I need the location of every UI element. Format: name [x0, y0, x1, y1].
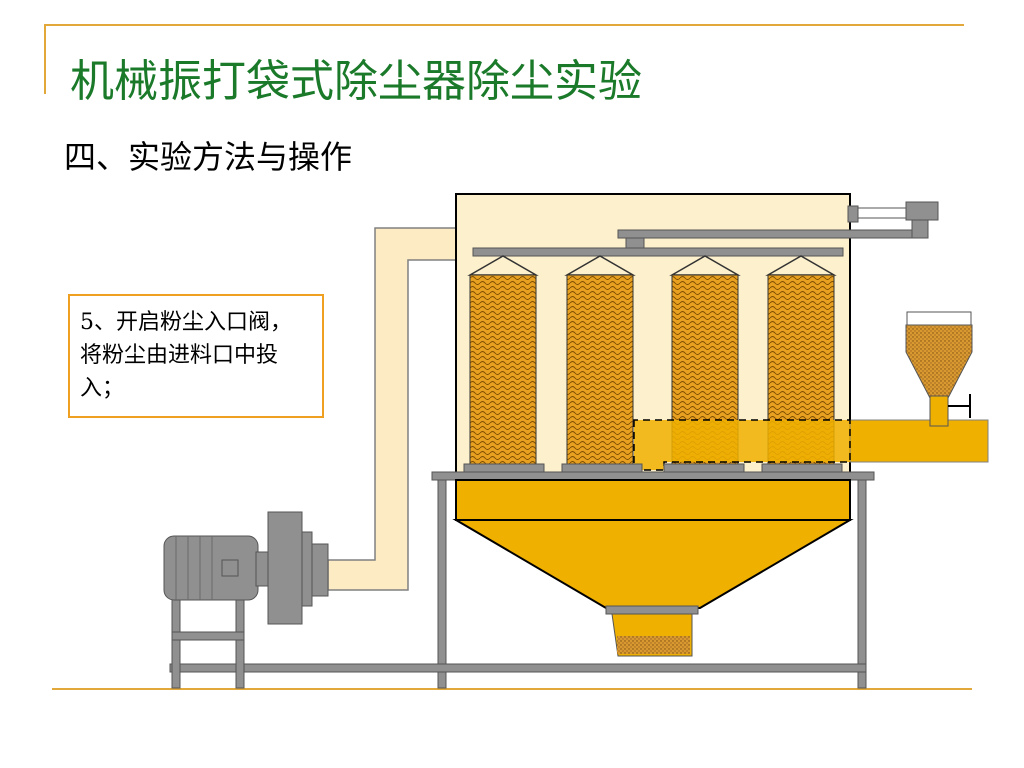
shaker-rod — [617, 229, 929, 239]
step-note-box: 5、开启粉尘入口阀，将粉尘由进料口中投入； — [68, 294, 324, 418]
ash-hopper — [452, 479, 854, 657]
filter-bag-1 — [467, 255, 539, 466]
bottom-accent-line — [52, 688, 972, 690]
shaker-cylinder — [855, 207, 913, 219]
support-frame — [169, 471, 875, 689]
fan-stand — [171, 595, 245, 689]
feed-pipe — [849, 419, 989, 463]
filter-bag-2 — [564, 255, 636, 466]
inlet-duct — [327, 227, 457, 591]
fan-unit — [163, 511, 329, 625]
bag-hanger-bar — [472, 247, 844, 257]
dust-feeder — [905, 311, 973, 427]
left-accent-tick — [44, 24, 46, 94]
shaker-motor — [905, 201, 939, 221]
slide-title: 机械振打袋式除尘器除尘实验 — [70, 56, 642, 107]
top-accent-line — [44, 24, 964, 26]
section-subtitle: 四、实验方法与操作 — [64, 138, 353, 176]
